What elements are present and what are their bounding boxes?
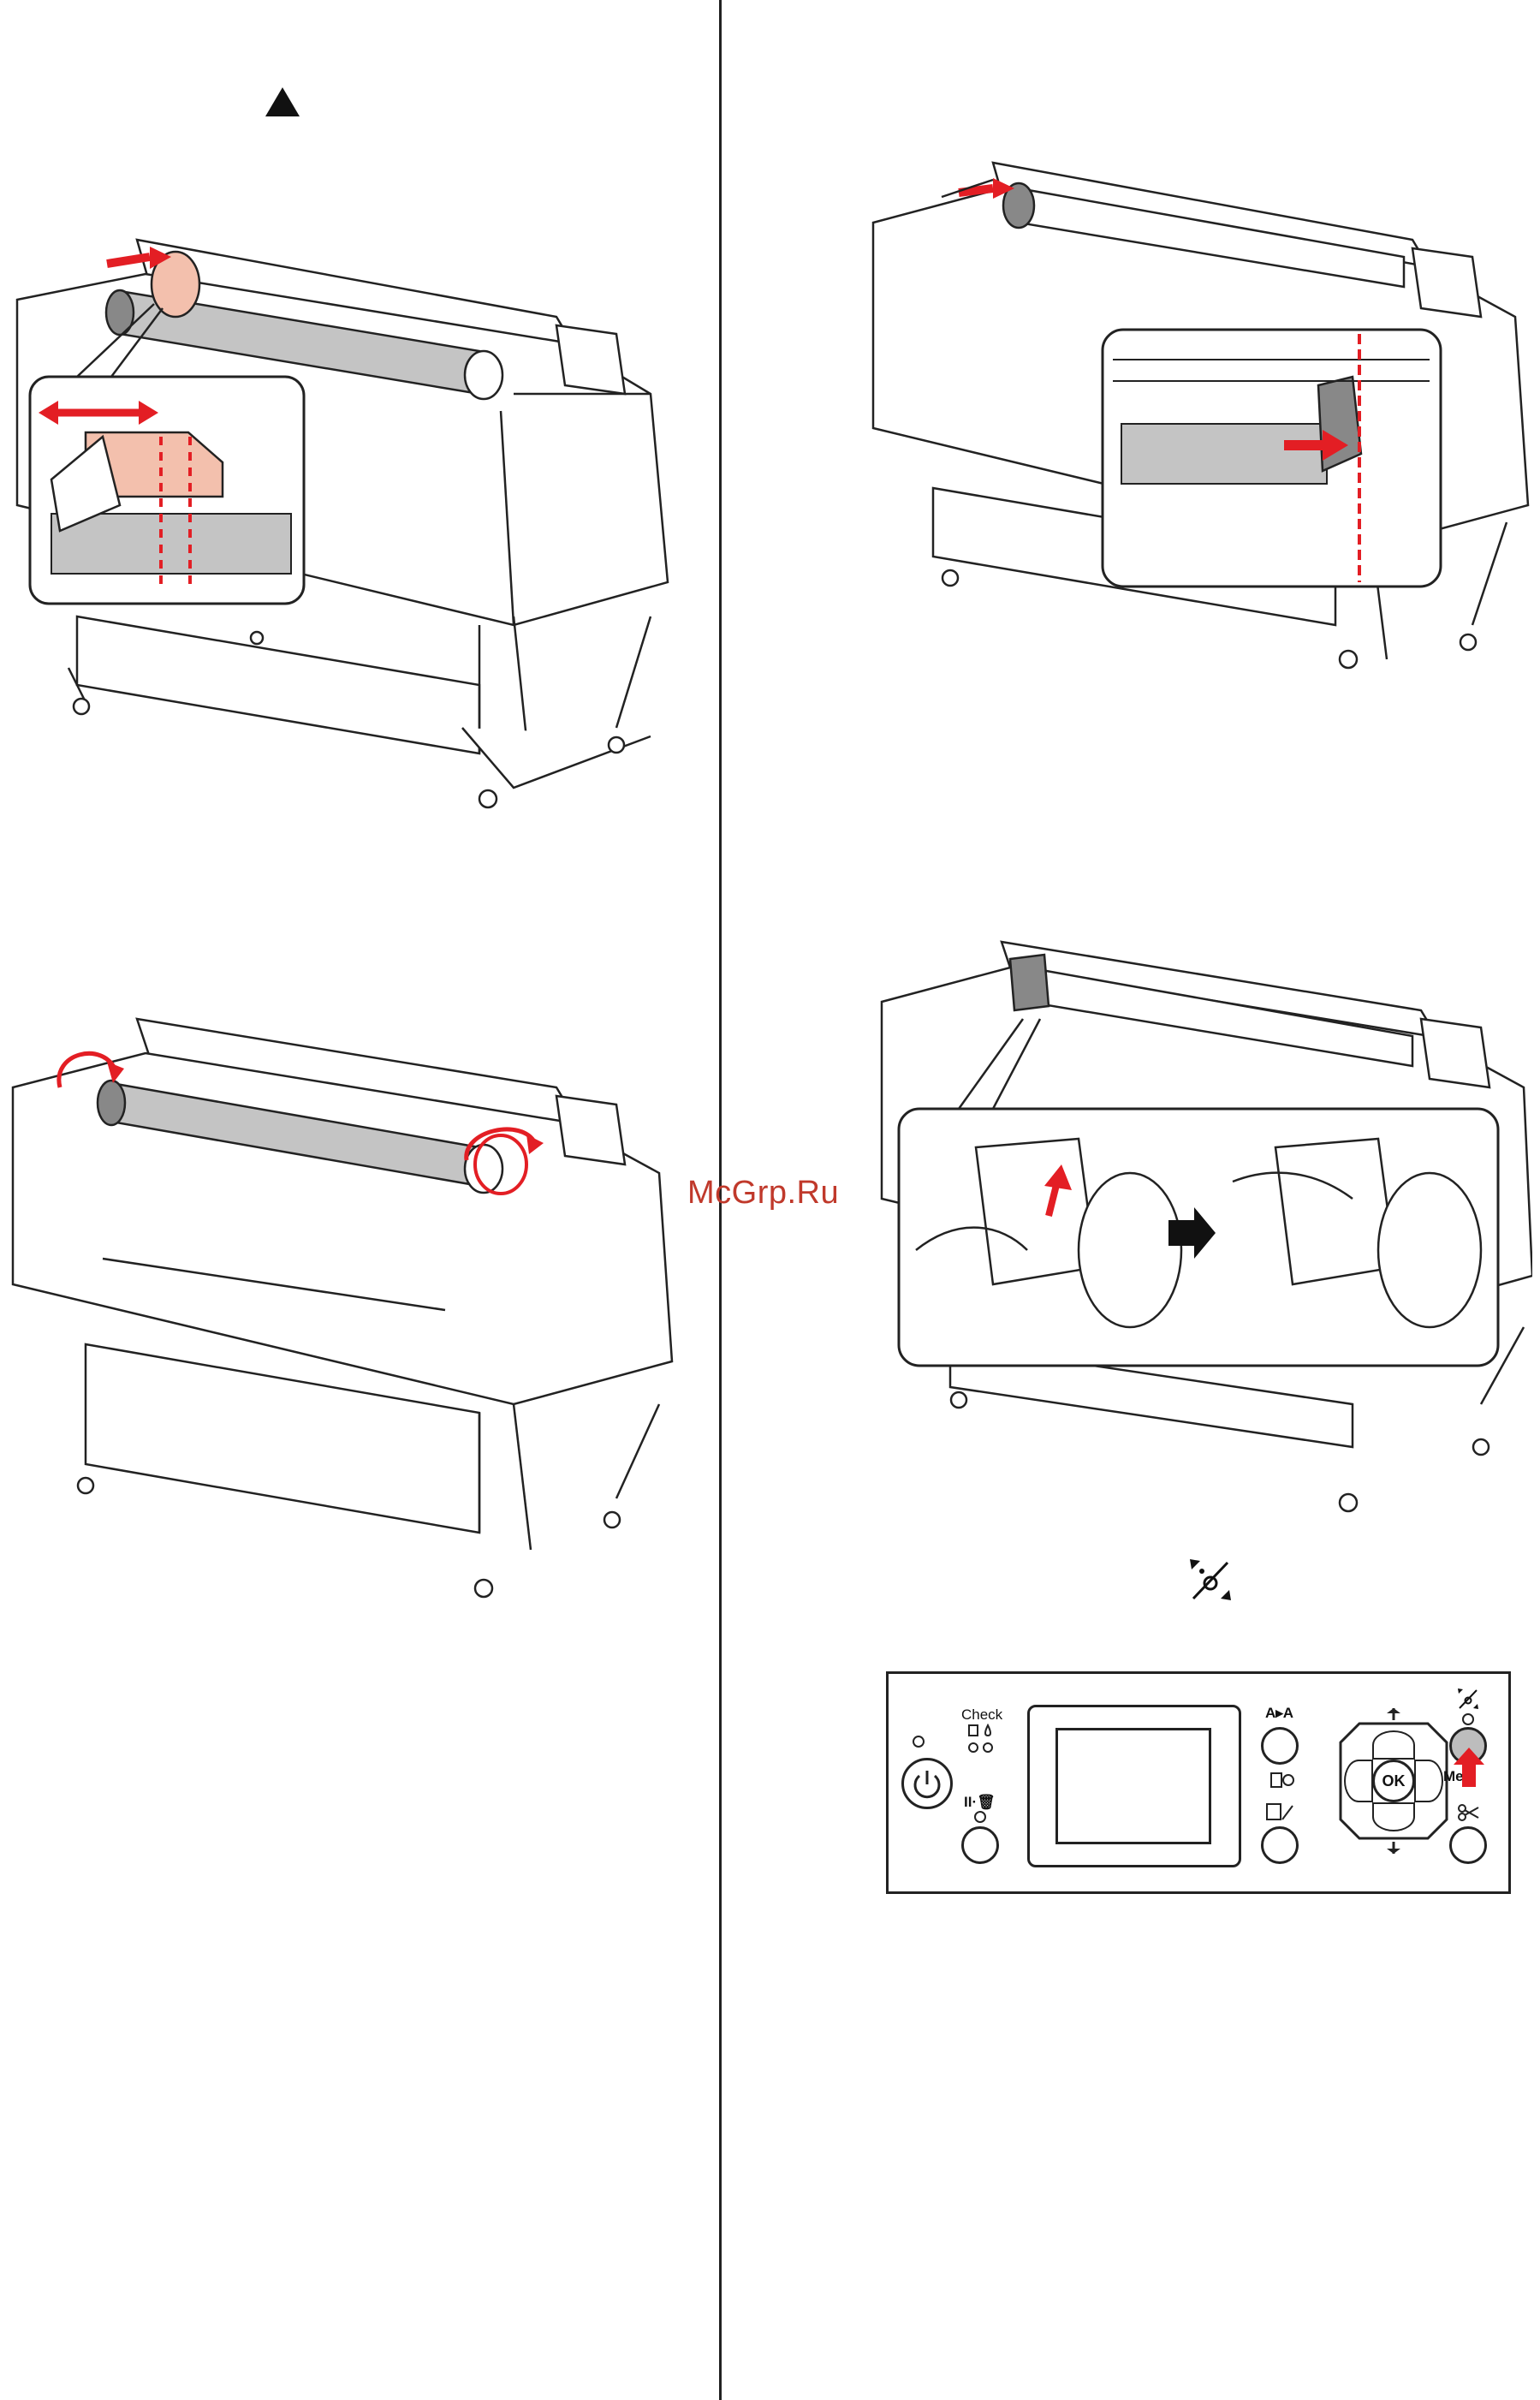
- roll-paper-icon: [1269, 1770, 1295, 1790]
- feed-icon: [1265, 1802, 1294, 1823]
- figure-roll-rotate: [0, 1002, 685, 1618]
- up-button[interactable]: [1372, 1730, 1415, 1760]
- press-arrow-icon: [1452, 1746, 1486, 1789]
- ok-button[interactable]: OK: [1372, 1760, 1415, 1802]
- up-triangle-icon: [264, 86, 301, 118]
- left-button[interactable]: [1344, 1760, 1373, 1802]
- power-led: [913, 1736, 925, 1748]
- figure-lock-lever: [873, 925, 1532, 1524]
- watermark: McGrp.Ru: [687, 1175, 839, 1212]
- paper-source-button[interactable]: [1261, 1727, 1299, 1765]
- cut-button[interactable]: [1449, 1826, 1487, 1864]
- roll-adjust-small-icon: [1455, 1686, 1481, 1712]
- pause-label: II·🗑: [964, 1794, 996, 1811]
- paper-source-label: A▸A: [1265, 1705, 1293, 1722]
- pause-led: [974, 1811, 986, 1823]
- check-icons: [964, 1724, 998, 1761]
- right-button[interactable]: [1414, 1760, 1443, 1802]
- power-icon: [904, 1760, 950, 1807]
- roll-led: [1462, 1713, 1474, 1725]
- lcd-screen: [1055, 1728, 1211, 1844]
- power-button[interactable]: [901, 1758, 953, 1809]
- figure-adapter-slide: [0, 223, 685, 822]
- figure-roll-insert: [856, 146, 1532, 702]
- ok-label: OK: [1382, 1772, 1406, 1790]
- lcd-frame: [1027, 1705, 1241, 1867]
- cutter-icon: [1456, 1802, 1480, 1823]
- roll-adjust-icon: [1185, 1554, 1236, 1605]
- paper-feed-button[interactable]: [1261, 1826, 1299, 1864]
- pause-button[interactable]: [961, 1826, 999, 1864]
- down-button[interactable]: [1372, 1802, 1415, 1831]
- check-label: Check: [961, 1706, 1002, 1724]
- control-panel: Check II·🗑 A▸A OK: [886, 1671, 1511, 1894]
